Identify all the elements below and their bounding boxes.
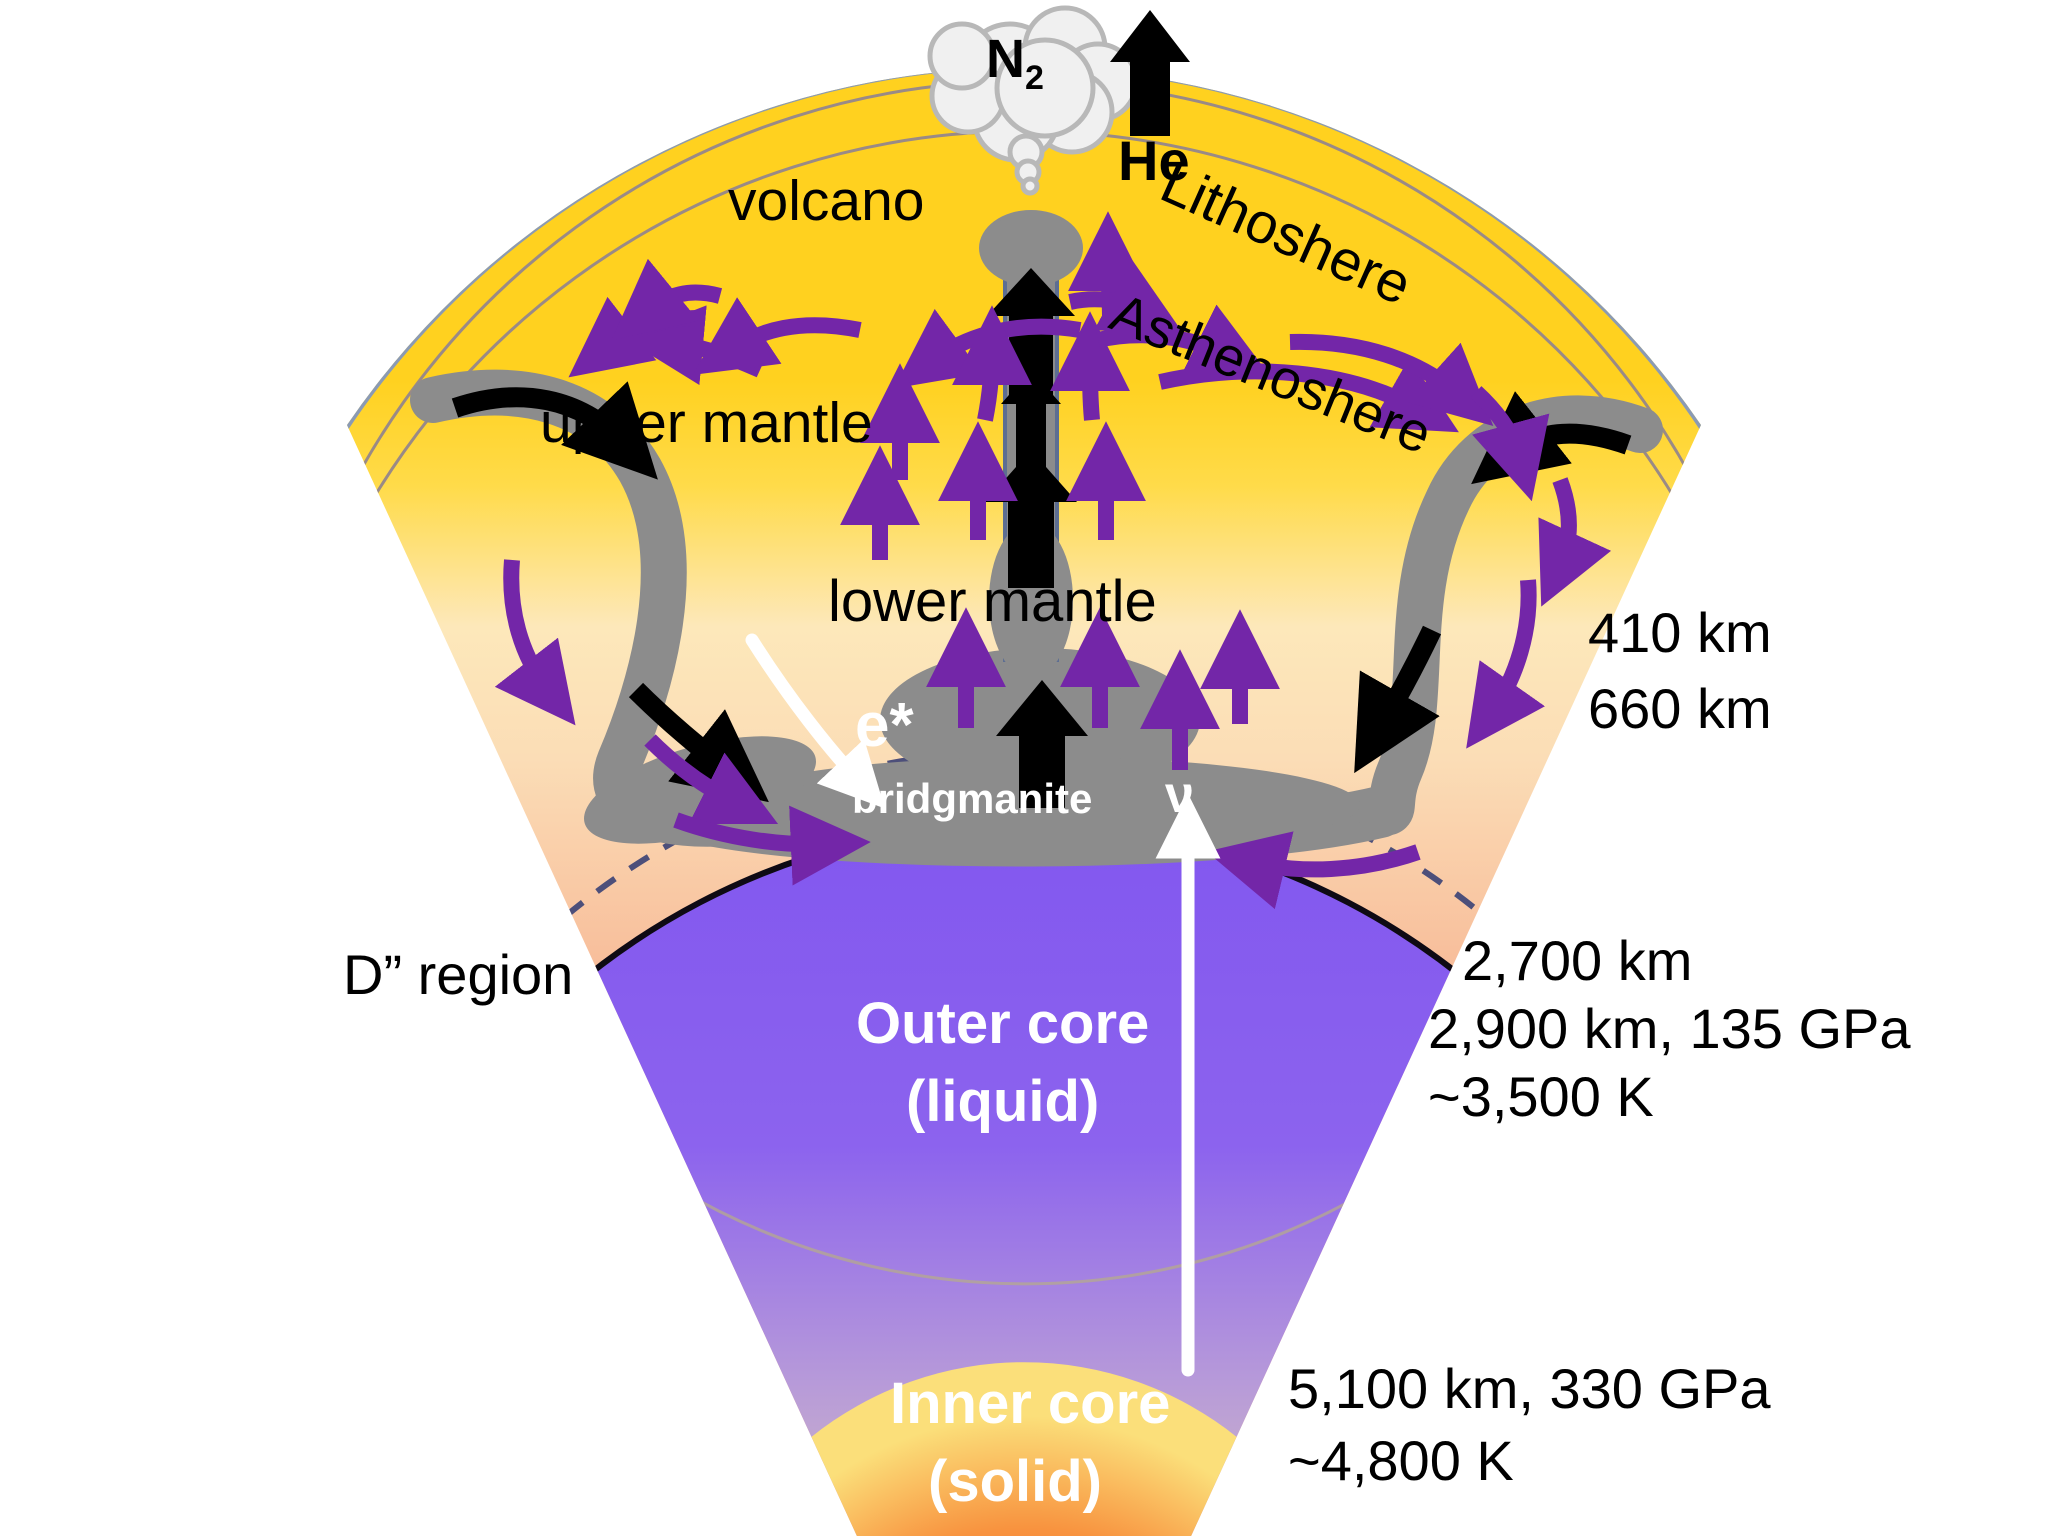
inner-core <box>810 1362 1238 1536</box>
outer-core-label-line1: Outer core <box>856 991 1150 1056</box>
depth-5100km-330gpa: 5,100 km, 330 GPa <box>1288 1357 1771 1420</box>
electron-arrow <box>745 633 885 809</box>
volcano-vent <box>983 213 1079 279</box>
volcano-label: volcano <box>728 169 925 233</box>
temperature-3500k: ~3,500 K <box>1428 1065 1654 1128</box>
white-arrows <box>745 633 1221 1377</box>
electron-label: e* <box>855 691 914 760</box>
depth-2900km-135gpa: 2,900 km, 135 GPa <box>1428 997 1911 1060</box>
lower-mantle-label: lower mantle <box>828 569 1157 634</box>
d-region-label: D” region <box>343 943 574 1006</box>
upper-mantle-label: upper mantle <box>540 391 873 455</box>
neutrino-label: ν <box>1165 766 1194 824</box>
inner-core-label-line1: Inner core <box>890 1371 1171 1436</box>
convection-arrows <box>494 211 1612 910</box>
black-arrow-left-surface <box>451 381 658 480</box>
black-arrow-right-deep <box>1354 625 1442 774</box>
bridgmanite-label: bridgmanite <box>852 775 1093 822</box>
he-label: He <box>1118 129 1190 192</box>
inner-core-label-line2: (solid) <box>928 1449 1102 1514</box>
outer-core-label-line2: (liquid) <box>906 1069 1100 1134</box>
n2-subscript: 2 <box>1025 58 1044 97</box>
temperature-4800k: ~4,800 K <box>1288 1429 1514 1492</box>
depth-660km: 660 km <box>1588 677 1772 740</box>
he-escape-arrow <box>1110 10 1190 136</box>
n2-gas-cloud <box>927 5 1139 196</box>
depth-410km: 410 km <box>1588 601 1772 664</box>
depth-2700km: 2,700 km <box>1462 929 1693 992</box>
n2-main-text: N <box>986 29 1025 89</box>
n2-label: N2 <box>986 28 1044 98</box>
